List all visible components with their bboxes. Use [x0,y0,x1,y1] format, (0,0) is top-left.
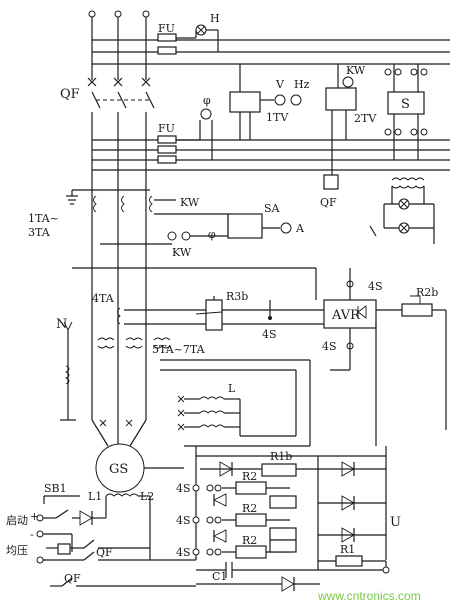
ta57-section [63,321,311,446]
fu-mid-label: FU [158,122,175,135]
ta57-label: 5TA~7TA [152,343,206,356]
s4-avr-label: 4S [322,340,337,353]
mid-bus-bars [92,139,450,171]
kw-phi-meters [72,231,316,269]
ta3-label: 3TA [28,226,51,239]
h-label: H [210,12,220,25]
s4-top-label: 4S [368,280,383,293]
tv2-block [323,64,357,190]
r2-3-label: R2 [242,534,257,547]
a-label: A [295,222,305,235]
phi-top-label: φ [203,94,211,107]
s-switch-block [384,64,428,160]
l1-label: L1 [88,490,102,503]
c1-label: C1 [212,570,227,583]
s4-r2-label: 4S [176,514,191,527]
mid-fuses [157,108,213,164]
n-label: N [56,317,67,332]
qf-bot-label: QF [64,572,81,585]
qf-main-label: QF [60,87,80,102]
tv2-label: 2TV [354,112,377,125]
r2-1-label: R2 [242,470,257,483]
r1-label: R1 [340,543,355,556]
hz-label: Hz [294,78,310,91]
avr-section [117,268,447,430]
l-inductors [60,395,296,437]
qf-mid-label: QF [320,196,337,209]
s4-mid-label: 4S [262,328,277,341]
sb1-label: SB1 [44,482,67,495]
kw-a-label: KW [180,196,200,209]
start-circuit [36,493,196,587]
top-bus-bars [92,39,450,65]
ta4-label: 4TA [92,292,115,305]
right-transformer [369,177,435,244]
current-transformers [66,189,292,239]
gs-generator [91,419,310,493]
v-label: V [275,78,285,91]
sa-label: SA [264,202,281,215]
r2-2-label: R2 [242,502,257,515]
s-label: S [401,97,410,112]
watermark: www.cntronics.com [317,589,421,603]
ta1-label: 1TA~ [28,212,59,225]
kw-top-label: KW [346,64,366,77]
l2-label: L2 [140,490,154,503]
u-label: U [390,515,401,530]
l-label: L [228,382,236,395]
s4-r1-label: 4S [176,482,191,495]
rectifier-bridge [192,446,390,592]
gs-label: GS [109,462,128,477]
tv1-block [229,64,302,140]
s4-r3-label: 4S [176,546,191,559]
kw-b-label: KW [172,246,192,259]
fu-top-label: FU [158,22,175,35]
main-feeders [87,10,155,420]
avr-label: AVR [331,308,361,323]
r1b-label: R1b [270,450,292,463]
tv1-label: 1TV [266,111,289,124]
plus-label: + [30,510,39,523]
r2b-label: R2b [416,286,438,299]
minus-label: - [30,528,34,541]
equal-label: 均压 [6,544,28,557]
start-label: 启动 [6,514,28,527]
top-fuses [157,24,219,55]
qf-low-label: QF [96,546,113,559]
right-connectors [315,268,377,446]
phi-mid-label: φ [208,228,216,241]
r3b-label: R3b [226,290,248,303]
